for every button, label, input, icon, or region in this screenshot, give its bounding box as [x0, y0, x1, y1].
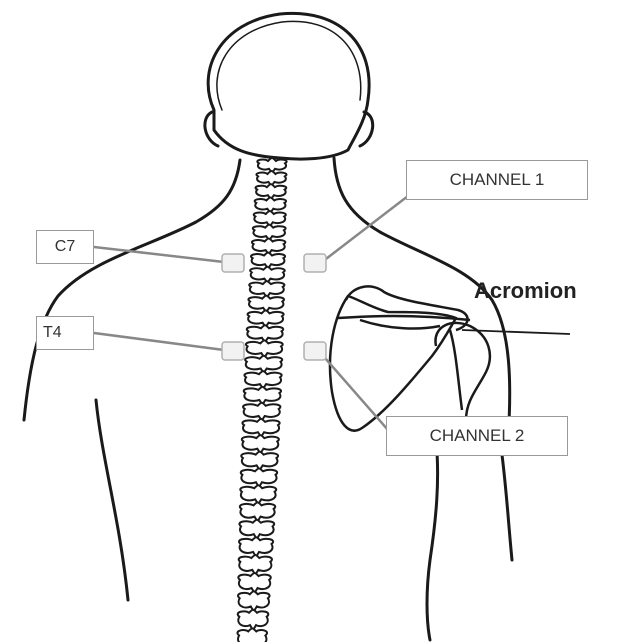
vertebra	[238, 573, 270, 592]
vertebra	[242, 435, 279, 452]
vertebra	[245, 356, 282, 372]
vertebra	[238, 591, 270, 610]
vertebra	[244, 387, 281, 404]
head-outline	[208, 13, 369, 159]
vertebra	[248, 310, 284, 326]
vertebra	[256, 171, 286, 185]
vertebra	[250, 267, 285, 282]
electrode-c7-left	[222, 254, 244, 272]
vertebra	[237, 628, 267, 642]
scapula-ridge	[360, 320, 440, 328]
c7-label: C7	[55, 238, 75, 256]
head-inner-outline	[217, 21, 361, 110]
vertebra	[248, 296, 284, 312]
left-neck-shoulder	[24, 160, 240, 420]
t4-label-box: T4	[36, 316, 94, 350]
vertebra	[244, 371, 281, 388]
glenoid-line	[450, 330, 462, 410]
channel1-label-box: CHANNEL 1	[406, 160, 588, 200]
spine	[237, 158, 286, 642]
t4-label: T4	[43, 324, 62, 342]
electrode-t4-left	[222, 342, 244, 360]
right-torso	[427, 440, 438, 640]
vertebra	[257, 158, 286, 172]
vertebra	[246, 340, 283, 356]
electrode-c7-right	[304, 254, 326, 272]
channel1-leader-line	[322, 196, 408, 262]
vertebra	[247, 325, 283, 341]
vertebra	[254, 211, 286, 226]
scapula	[330, 286, 490, 430]
channel2-leader-line	[318, 350, 388, 430]
vertebra	[239, 555, 272, 574]
right-ear	[360, 112, 373, 146]
acromion-label: Acromion	[474, 278, 577, 304]
vertebra	[239, 520, 274, 538]
vertebra	[241, 468, 277, 486]
t4-leader-line	[94, 333, 224, 350]
vertebra	[253, 225, 286, 240]
left-torso	[96, 400, 128, 600]
vertebra	[252, 238, 285, 253]
vertebra	[243, 403, 280, 420]
channel2-label: CHANNEL 2	[430, 426, 525, 446]
vertebra	[240, 502, 275, 520]
vertebra	[240, 485, 276, 503]
vertebra	[241, 452, 278, 469]
vertebra	[251, 253, 285, 268]
vertebra	[255, 197, 286, 211]
channel2-label-box: CHANNEL 2	[386, 416, 568, 456]
vertebra	[249, 281, 284, 296]
vertebra	[239, 537, 273, 555]
channel1-label: CHANNEL 1	[450, 170, 545, 190]
vertebra	[238, 610, 269, 629]
left-ear	[205, 112, 218, 146]
vertebra	[242, 419, 279, 436]
electrode-t4-right	[304, 342, 326, 360]
vertebra	[256, 184, 287, 198]
c7-label-box: C7	[36, 230, 94, 264]
right-arm-line	[500, 440, 512, 560]
